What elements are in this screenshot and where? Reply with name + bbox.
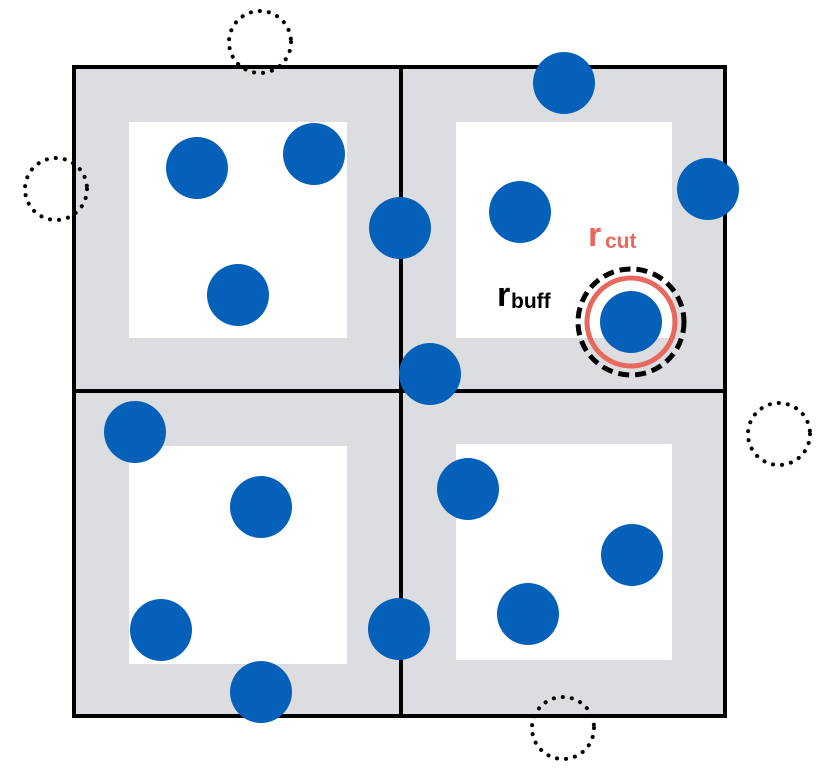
particle xyxy=(368,598,430,660)
particle xyxy=(677,158,739,220)
particle xyxy=(104,401,166,463)
particle xyxy=(283,123,345,185)
ghost-particle-outline xyxy=(530,695,596,761)
cutoff-radius-circle xyxy=(584,275,678,369)
particle xyxy=(230,661,292,723)
buffer-label-main: r xyxy=(497,276,510,314)
particle xyxy=(489,181,551,243)
particle xyxy=(207,264,269,326)
buffer-radius-circle xyxy=(575,266,687,378)
buffer-label: r buff xyxy=(497,276,552,314)
particle xyxy=(497,583,559,645)
cutoff-label-main: r xyxy=(588,216,601,254)
ghost-particle-outline xyxy=(227,9,293,75)
cutoff-label-subscript: cut xyxy=(605,230,637,253)
particle xyxy=(369,197,431,259)
particle xyxy=(533,52,595,114)
particles xyxy=(104,52,739,723)
ghost-particle-outline xyxy=(746,401,812,467)
radius-indicators xyxy=(575,266,687,378)
particle xyxy=(166,137,228,199)
ghost-particle-outline xyxy=(23,156,89,222)
particle xyxy=(399,343,461,405)
particle xyxy=(130,599,192,661)
cutoff-label: r cut xyxy=(588,216,637,254)
particle xyxy=(230,476,292,538)
particle xyxy=(601,524,663,586)
particle xyxy=(600,291,662,353)
ghost-particles xyxy=(23,9,812,761)
particle xyxy=(437,458,499,520)
buffer-label-subscript: buff xyxy=(511,290,552,313)
